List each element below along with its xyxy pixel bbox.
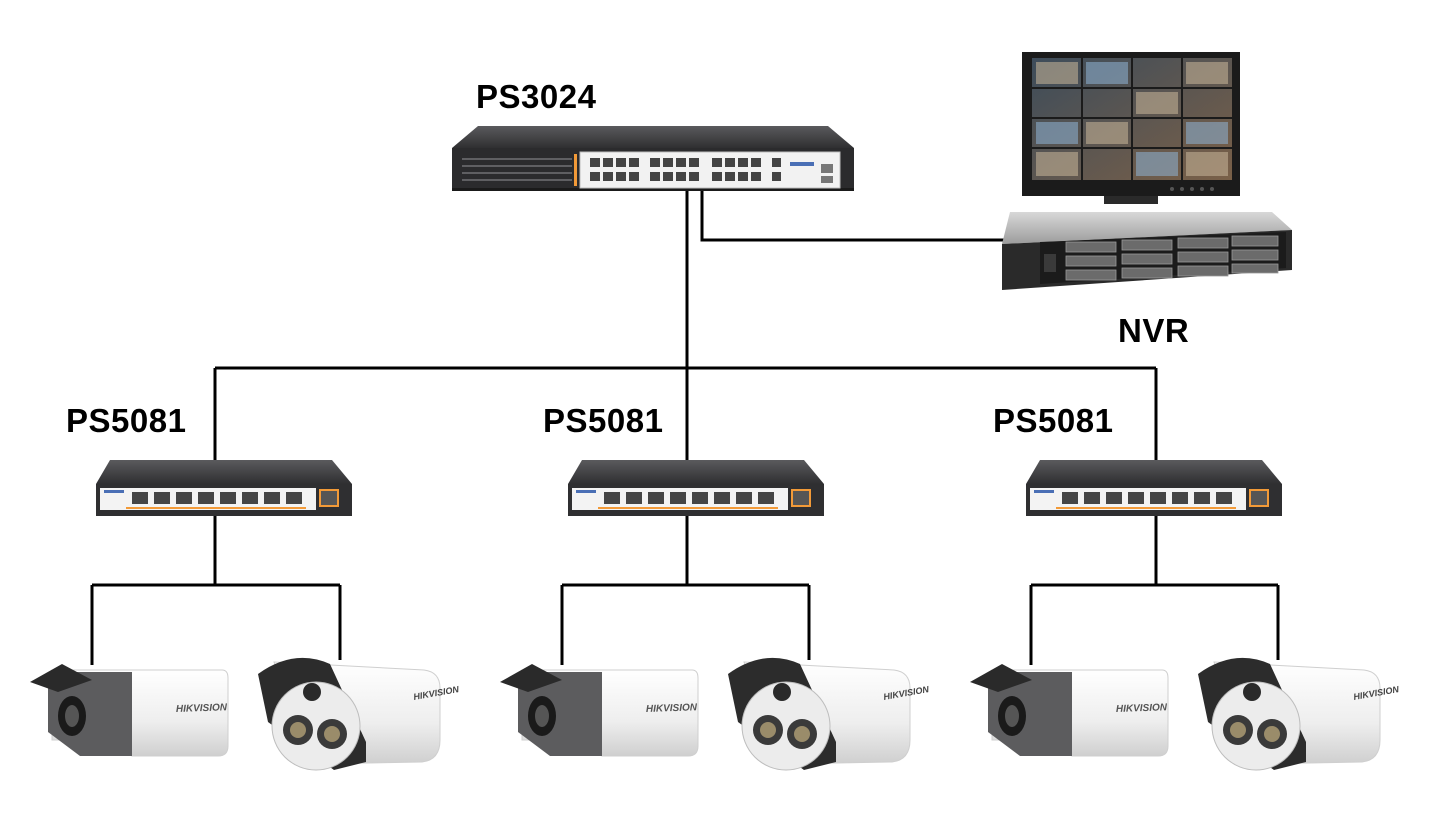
camera-3a: HIKVISION [970, 664, 1169, 757]
camera-brand-label: HIKVISION [1116, 702, 1168, 715]
core-switch [452, 126, 854, 191]
access-switch-1 [96, 460, 352, 516]
camera-brand-label: HIKVISION [176, 702, 228, 715]
camera-2b: HIKVISION [728, 657, 930, 771]
nvr-label: NVR [1118, 312, 1190, 349]
access-switch-label-2: PS5081 [543, 402, 664, 439]
access-switch-label-3: PS5081 [993, 402, 1114, 439]
connection-lines [90, 190, 1280, 665]
camera-3b: HIKVISION [1198, 657, 1400, 771]
monitor-icon [1022, 52, 1240, 204]
access-switch-label-1: PS5081 [66, 402, 187, 439]
nvr-recorder-icon [1002, 212, 1292, 290]
nvr-link [700, 190, 1012, 242]
camera-links-1 [90, 515, 342, 665]
camera-brand-label: HIKVISION [646, 702, 698, 715]
camera-links-3 [1029, 515, 1280, 665]
camera-2a: HIKVISION [500, 664, 699, 757]
camera-1b: HIKVISION [258, 657, 460, 771]
access-switch-2 [568, 460, 824, 516]
core-switch-label: PS3024 [476, 78, 597, 115]
access-switch-3 [1026, 460, 1282, 516]
camera-1a: HIKVISION [30, 664, 229, 757]
camera-links-2 [560, 515, 811, 665]
